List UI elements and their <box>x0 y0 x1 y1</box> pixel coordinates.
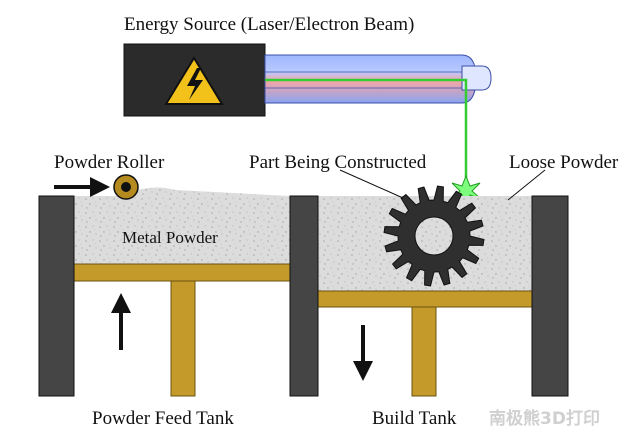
feed-tank-platform <box>73 263 291 282</box>
powder-roller <box>54 174 290 200</box>
gear-part <box>383 185 485 287</box>
part-being-constructed-label: Part Being Constructed <box>249 152 427 173</box>
build-tank-piston <box>411 306 437 397</box>
divider-wall <box>289 195 319 397</box>
gear-body <box>383 185 485 287</box>
build-tank-right-wall <box>531 195 569 397</box>
beam-tube-end <box>461 65 492 91</box>
loose-powder-leader-line <box>507 169 546 201</box>
build-tank-label: Build Tank <box>372 408 457 429</box>
loose-powder-label: Loose Powder <box>509 152 619 173</box>
build-tank <box>289 185 569 397</box>
lightning-bolt-icon <box>187 68 203 100</box>
feed-tank-powder <box>74 196 290 264</box>
right-arrow-icon <box>90 177 110 197</box>
down-arrow-icon <box>353 361 373 381</box>
feed-tank-piston <box>170 280 196 397</box>
powder-heap <box>120 187 290 196</box>
feed-tank-left-wall <box>38 195 75 397</box>
energy-source-label: Energy Source (Laser/Electron Beam) <box>124 14 414 35</box>
up-arrow-icon <box>111 293 131 313</box>
build-tank-platform <box>317 290 533 308</box>
watermark: 南极熊3D打印 <box>489 408 600 429</box>
laser-beam <box>265 78 468 186</box>
part-leader-line <box>339 169 404 199</box>
energy-source <box>123 43 492 207</box>
powder-feed-tank <box>38 195 291 397</box>
powder-feed-tank-label: Powder Feed Tank <box>92 408 234 429</box>
metal-powder-label: Metal Powder <box>122 228 218 247</box>
powder-roller-label: Powder Roller <box>54 152 165 173</box>
